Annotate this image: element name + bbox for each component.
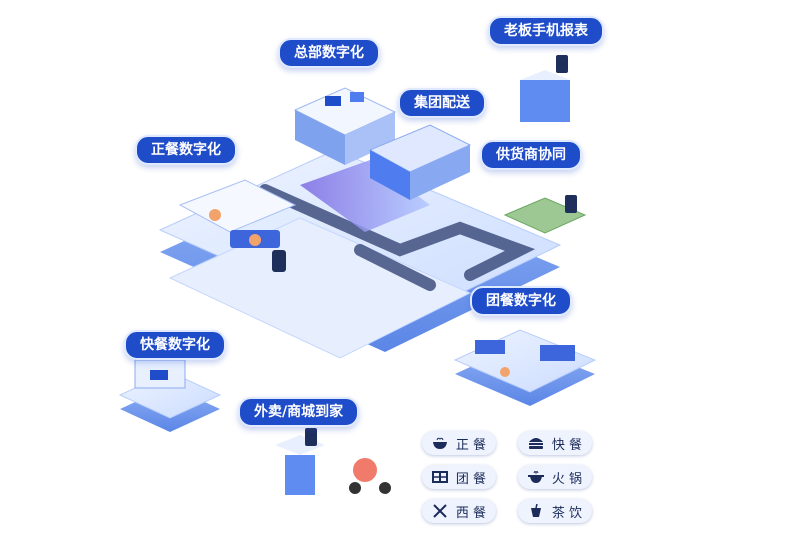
legend-hotpot-label: 火 锅 <box>551 471 583 487</box>
bowl-icon <box>432 436 448 450</box>
legend-formal-label: 正 餐 <box>455 437 487 453</box>
road <box>259 184 536 291</box>
cup-icon <box>528 504 544 518</box>
legend-hotpot: 火 锅 <box>518 465 592 489</box>
legend-western-label: 西 餐 <box>455 505 487 521</box>
label-group-delivery: 集团配送 <box>398 88 486 118</box>
legend-group: 团 餐 <box>422 465 496 489</box>
label-hq: 总部数字化 <box>278 38 380 68</box>
label-formal-dining: 正餐数字化 <box>135 135 237 165</box>
burger-icon <box>528 436 544 450</box>
legend-fast-label: 快 餐 <box>551 437 583 453</box>
legend-formal: 正 餐 <box>422 431 496 455</box>
legend-group-label: 团 餐 <box>455 471 487 487</box>
label-supplier: 供货商协同 <box>480 140 582 170</box>
warehouse <box>368 124 472 200</box>
fastfood-platform <box>118 359 222 432</box>
label-canteen: 团餐数字化 <box>470 286 572 316</box>
dining-area <box>178 179 297 272</box>
legend-tea-label: 茶 饮 <box>551 505 583 521</box>
label-takeout: 外卖/商城到家 <box>238 397 360 427</box>
legend-tea: 茶 饮 <box>518 499 592 523</box>
hotpot-icon <box>527 470 544 484</box>
label-fast-food: 快餐数字化 <box>124 330 226 360</box>
legend-fast: 快 餐 <box>518 431 592 455</box>
legend-western: 西 餐 <box>422 499 496 523</box>
fork-knife-icon <box>432 504 448 518</box>
canteen-platform <box>453 329 597 406</box>
tray-icon <box>431 470 448 484</box>
logistics-strip <box>300 160 430 232</box>
label-boss-report: 老板手机报表 <box>488 16 604 46</box>
takeout-area <box>275 428 391 495</box>
boss-report-tower <box>520 55 570 122</box>
supplier-farm <box>503 195 587 234</box>
hq-building <box>293 87 397 165</box>
